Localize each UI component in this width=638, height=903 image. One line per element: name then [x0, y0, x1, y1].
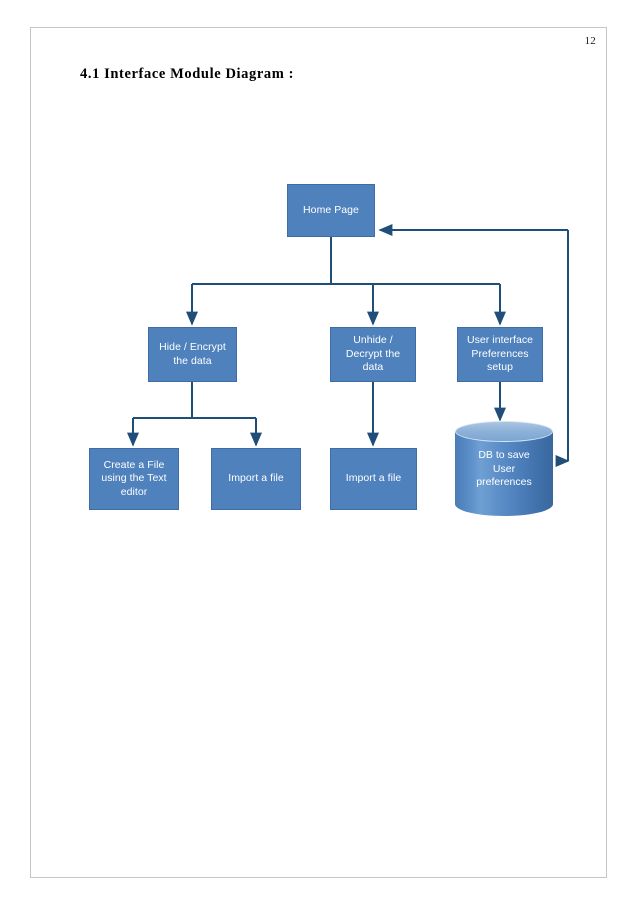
- node-home-page[interactable]: Home Page: [287, 184, 375, 237]
- node-hide-encrypt[interactable]: Hide / Encrypt the data: [148, 327, 237, 382]
- node-import-file-2-label: Import a file: [345, 472, 402, 485]
- database-cylinder-top: [455, 421, 553, 442]
- node-create-file-label: Create a File using the Text editor: [101, 458, 167, 498]
- node-ui-preferences[interactable]: User interface Preferences setup: [457, 327, 543, 382]
- database-cylinder-body: [455, 431, 553, 516]
- node-import-file-2[interactable]: Import a file: [330, 448, 417, 510]
- node-database[interactable]: DB to save User preferences: [455, 421, 553, 516]
- node-import-file-1[interactable]: Import a file: [211, 448, 301, 510]
- node-ui-preferences-label: User interface Preferences setup: [466, 334, 534, 374]
- node-unhide-decrypt-label: Unhide / Decrypt the data: [345, 334, 401, 374]
- node-hide-encrypt-label: Hide / Encrypt the data: [159, 341, 226, 367]
- node-import-file-1-label: Import a file: [228, 472, 284, 485]
- section-heading: 4.1 Interface Module Diagram :: [80, 66, 295, 82]
- node-unhide-decrypt[interactable]: Unhide / Decrypt the data: [330, 327, 416, 382]
- node-home-page-label: Home Page: [303, 203, 359, 216]
- page-number: 12: [584, 35, 596, 47]
- node-database-label: DB to save User preferences: [476, 449, 532, 488]
- node-create-file[interactable]: Create a File using the Text editor: [89, 448, 179, 510]
